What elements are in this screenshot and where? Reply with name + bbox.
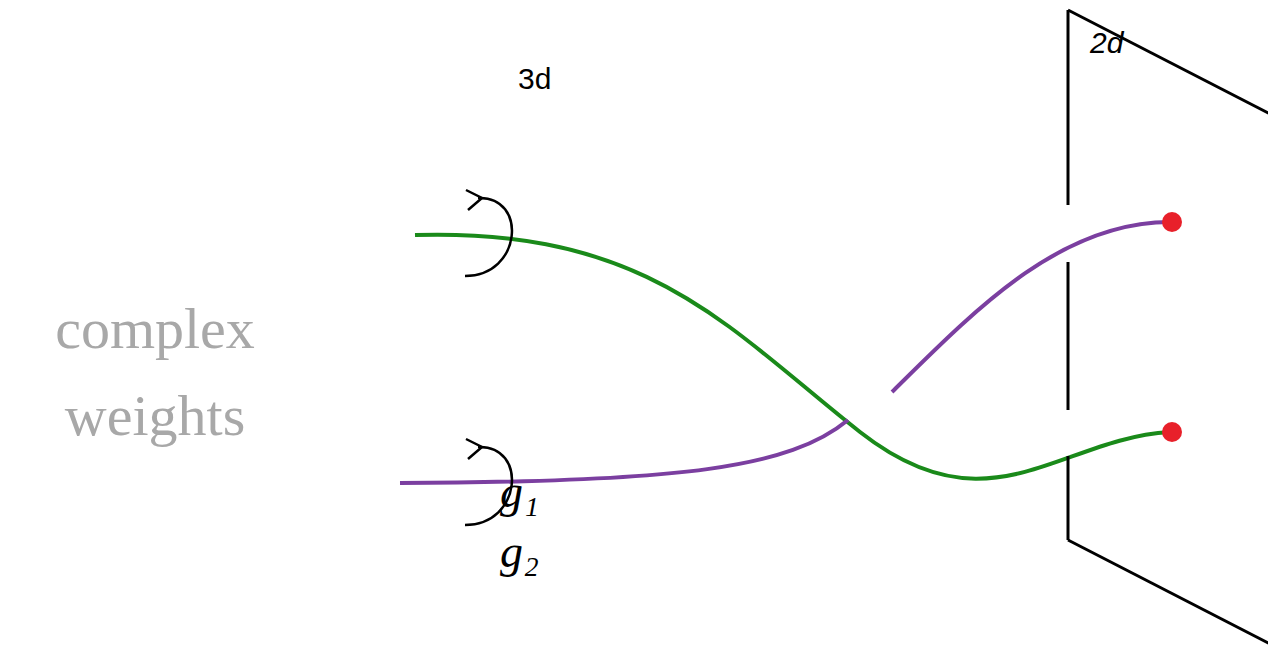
plane-edge — [1067, 10, 1070, 205]
rotation-arrow — [465, 198, 512, 276]
endpoint-dot — [1162, 422, 1182, 442]
plane-edge — [1067, 262, 1070, 410]
plane-edge — [1068, 540, 1268, 648]
endpoint-dot — [1162, 212, 1182, 232]
purple-line — [892, 222, 1170, 392]
dimension-label: 3d — [518, 62, 551, 96]
arrow-head — [466, 439, 482, 459]
plane-edge — [1068, 10, 1268, 118]
arrow-head — [466, 190, 482, 210]
weight-label: g₂ — [500, 525, 539, 578]
plane-label: 2d — [1090, 26, 1123, 60]
caption-note: complex weights — [30, 285, 280, 459]
green-line — [415, 235, 1170, 479]
plane-outline — [1060, 0, 1268, 665]
image-plane: 2d — [1060, 0, 1268, 665]
weight-label: g₁ — [500, 465, 539, 518]
plane-edge — [1067, 456, 1070, 540]
purple-line — [400, 420, 848, 483]
